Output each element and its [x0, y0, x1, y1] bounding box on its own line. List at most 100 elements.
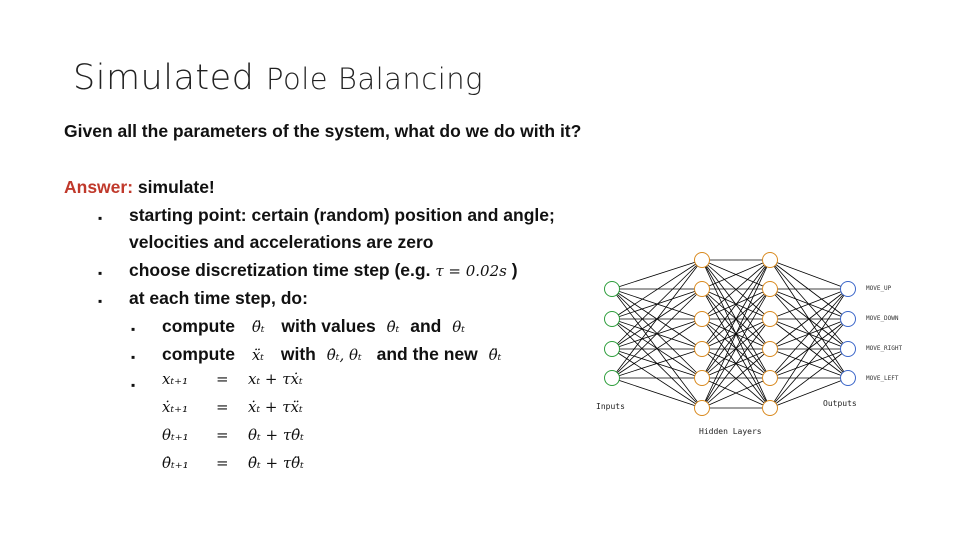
output-node	[840, 311, 856, 327]
network-edge	[769, 288, 849, 320]
hidden-layers-label: Hidden Layers	[699, 427, 762, 436]
hidden-node	[762, 400, 778, 416]
bullet-each-step: at each time step, do:	[129, 288, 308, 308]
network-edge	[611, 259, 703, 320]
hidden-node	[762, 370, 778, 386]
network-edge	[611, 259, 703, 350]
output-label: MOVE_RIGHT	[866, 345, 903, 352]
network-edge	[769, 318, 849, 409]
compute1-and: and	[410, 316, 442, 336]
compute2-with: with	[280, 344, 316, 364]
network-edges	[611, 259, 849, 409]
bullet-square: ▪	[98, 294, 103, 308]
network-edge	[769, 377, 849, 409]
input-node	[604, 281, 620, 297]
question-text: Given all the parameters of the system, …	[64, 121, 582, 141]
network-edge	[611, 318, 703, 379]
network-edge	[611, 259, 703, 379]
network-edge	[769, 259, 849, 320]
compute2-m2: θ̇ₜ, θₜ	[326, 346, 362, 364]
network-edge	[701, 259, 771, 409]
bullet-square: ▪	[98, 211, 103, 225]
inputs-label: Inputs	[596, 402, 625, 411]
outputs-label: Outputs	[823, 399, 857, 408]
network-edge	[769, 348, 849, 409]
timestep-text: choose discretization time step (e.g.	[129, 260, 431, 280]
network-edge	[701, 288, 771, 409]
eq-rhs: θₜ + τθ̇ₜ	[248, 426, 304, 444]
hidden-node	[762, 252, 778, 268]
bullet-square: ▪	[98, 266, 103, 280]
bullet-compute-1: compute θ̈ₜ with values θ̇ₜ and θₜ	[162, 316, 465, 337]
eq-rhs: θ̇ₜ + τθ̈ₜ	[248, 454, 304, 472]
eq-lhs: θₜ₊₁	[162, 426, 189, 444]
hidden-node	[694, 370, 710, 386]
output-label: MOVE_LEFT	[866, 375, 899, 382]
network-edge	[769, 259, 849, 350]
compute1-word: compute	[162, 316, 235, 336]
input-node	[604, 311, 620, 327]
bullet-start-2: velocities and accelerations are zero	[129, 232, 434, 252]
hidden-node	[694, 252, 710, 268]
compute2-m3: θ̈ₜ	[488, 346, 502, 364]
hidden-node	[694, 281, 710, 297]
network-edge	[769, 259, 849, 290]
bullet-square: ▪	[131, 350, 136, 364]
hidden-node	[762, 281, 778, 297]
network-edge	[701, 318, 771, 409]
output-node	[840, 281, 856, 297]
timestep-close: )	[511, 260, 518, 280]
bullet-start-1: starting point: certain (random) positio…	[129, 205, 555, 225]
compute1-math: θ̈ₜ	[251, 318, 265, 336]
bullet-square: ▪	[131, 322, 136, 336]
answer-text: simulate!	[137, 177, 215, 197]
eq-rhs: xₜ + τẋₜ	[248, 370, 303, 388]
eq-rhs: ẋₜ + τẍₜ	[248, 398, 303, 416]
network-edge	[611, 377, 703, 409]
output-node	[840, 341, 856, 357]
compute1-m2: θ̇ₜ	[386, 318, 400, 336]
eq-equals: =	[216, 370, 229, 388]
network-edge	[769, 288, 849, 409]
network-edge	[701, 259, 771, 320]
network-edge	[769, 288, 849, 350]
output-label: MOVE_DOWN	[866, 315, 899, 322]
bullet-timestep: choose discretization time step (e.g. τ …	[129, 260, 518, 281]
bullet-compute-2: compute ẍₜ with θ̇ₜ, θₜ and the new θ̈ₜ	[162, 344, 501, 365]
answer-line: Answer: simulate!	[64, 177, 215, 198]
network-edge	[611, 348, 703, 379]
slide-title: Simulated Pole Balancing	[73, 58, 483, 98]
output-node	[840, 370, 856, 386]
eq-equals: =	[216, 454, 229, 472]
hidden-node	[762, 311, 778, 327]
hidden-node	[762, 341, 778, 357]
compute1-with: with values	[281, 316, 376, 336]
compute2-and: and the new	[376, 344, 478, 364]
compute2-math: ẍₜ	[251, 346, 264, 364]
hidden-node	[694, 400, 710, 416]
network-edge	[701, 377, 771, 409]
network-edge	[611, 348, 703, 409]
eq-equals: =	[216, 426, 229, 444]
network-edge	[769, 288, 849, 379]
network-edge	[701, 259, 771, 350]
output-label: MOVE_UP	[866, 285, 892, 292]
hidden-node	[694, 311, 710, 327]
eq-equals: =	[216, 398, 229, 416]
title-rest: Pole Balancing	[266, 62, 484, 96]
input-node	[604, 370, 620, 386]
network-edge	[701, 259, 771, 379]
answer-label: Answer:	[64, 177, 134, 197]
title-word-simulated: Simulated	[73, 58, 255, 98]
network-edge	[701, 259, 771, 290]
compute1-m3: θₜ	[452, 318, 465, 336]
eq-lhs: ẋₜ₊₁	[162, 398, 189, 416]
bullet-square: ▪	[131, 378, 136, 392]
timestep-math: τ = 0.02s	[435, 262, 507, 280]
eq-lhs: θ̇ₜ₊₁	[162, 454, 189, 472]
hidden-node	[694, 341, 710, 357]
network-edge	[611, 259, 703, 290]
eq-lhs: xₜ₊₁	[162, 370, 189, 388]
network-nodes	[604, 252, 856, 416]
